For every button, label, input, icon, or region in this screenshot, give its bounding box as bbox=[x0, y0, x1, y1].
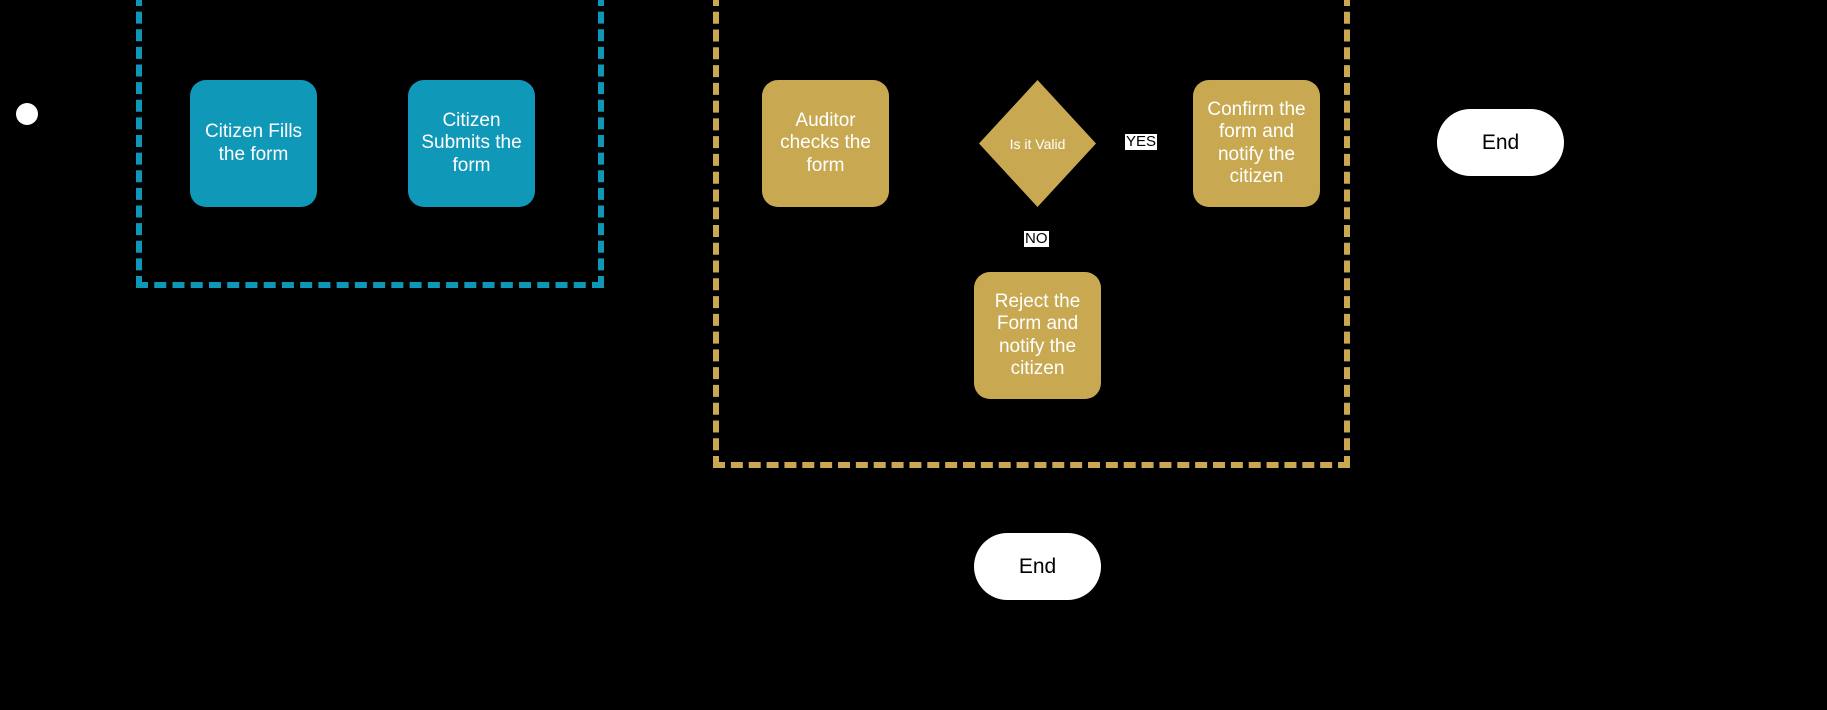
node-confirm-form-and-notify-citizen[interactable]: Confirm the form and notify the citizen bbox=[1193, 80, 1320, 207]
edge-label-yes: YES bbox=[1125, 133, 1158, 150]
citizen-lane-container bbox=[136, 0, 604, 288]
node-reject-form-and-notify-citizen[interactable]: Reject the Form and notify the citizen bbox=[974, 272, 1101, 399]
node-citizen-fills-the-form[interactable]: Citizen Fills the form bbox=[190, 80, 317, 207]
decision-is-it-valid[interactable]: Is it Valid bbox=[979, 80, 1096, 207]
start-node-icon[interactable] bbox=[16, 103, 38, 125]
edge-label-no: NO bbox=[1024, 230, 1049, 247]
end-terminator-bottom[interactable]: End bbox=[974, 533, 1101, 600]
auditor-lane-container bbox=[713, 0, 1350, 468]
diamond-shape-icon bbox=[979, 80, 1096, 207]
node-auditor-checks-the-form[interactable]: Auditor checks the form bbox=[762, 80, 889, 207]
end-terminator-top[interactable]: End bbox=[1437, 109, 1564, 176]
node-citizen-submits-the-form[interactable]: Citizen Submits the form bbox=[408, 80, 535, 207]
